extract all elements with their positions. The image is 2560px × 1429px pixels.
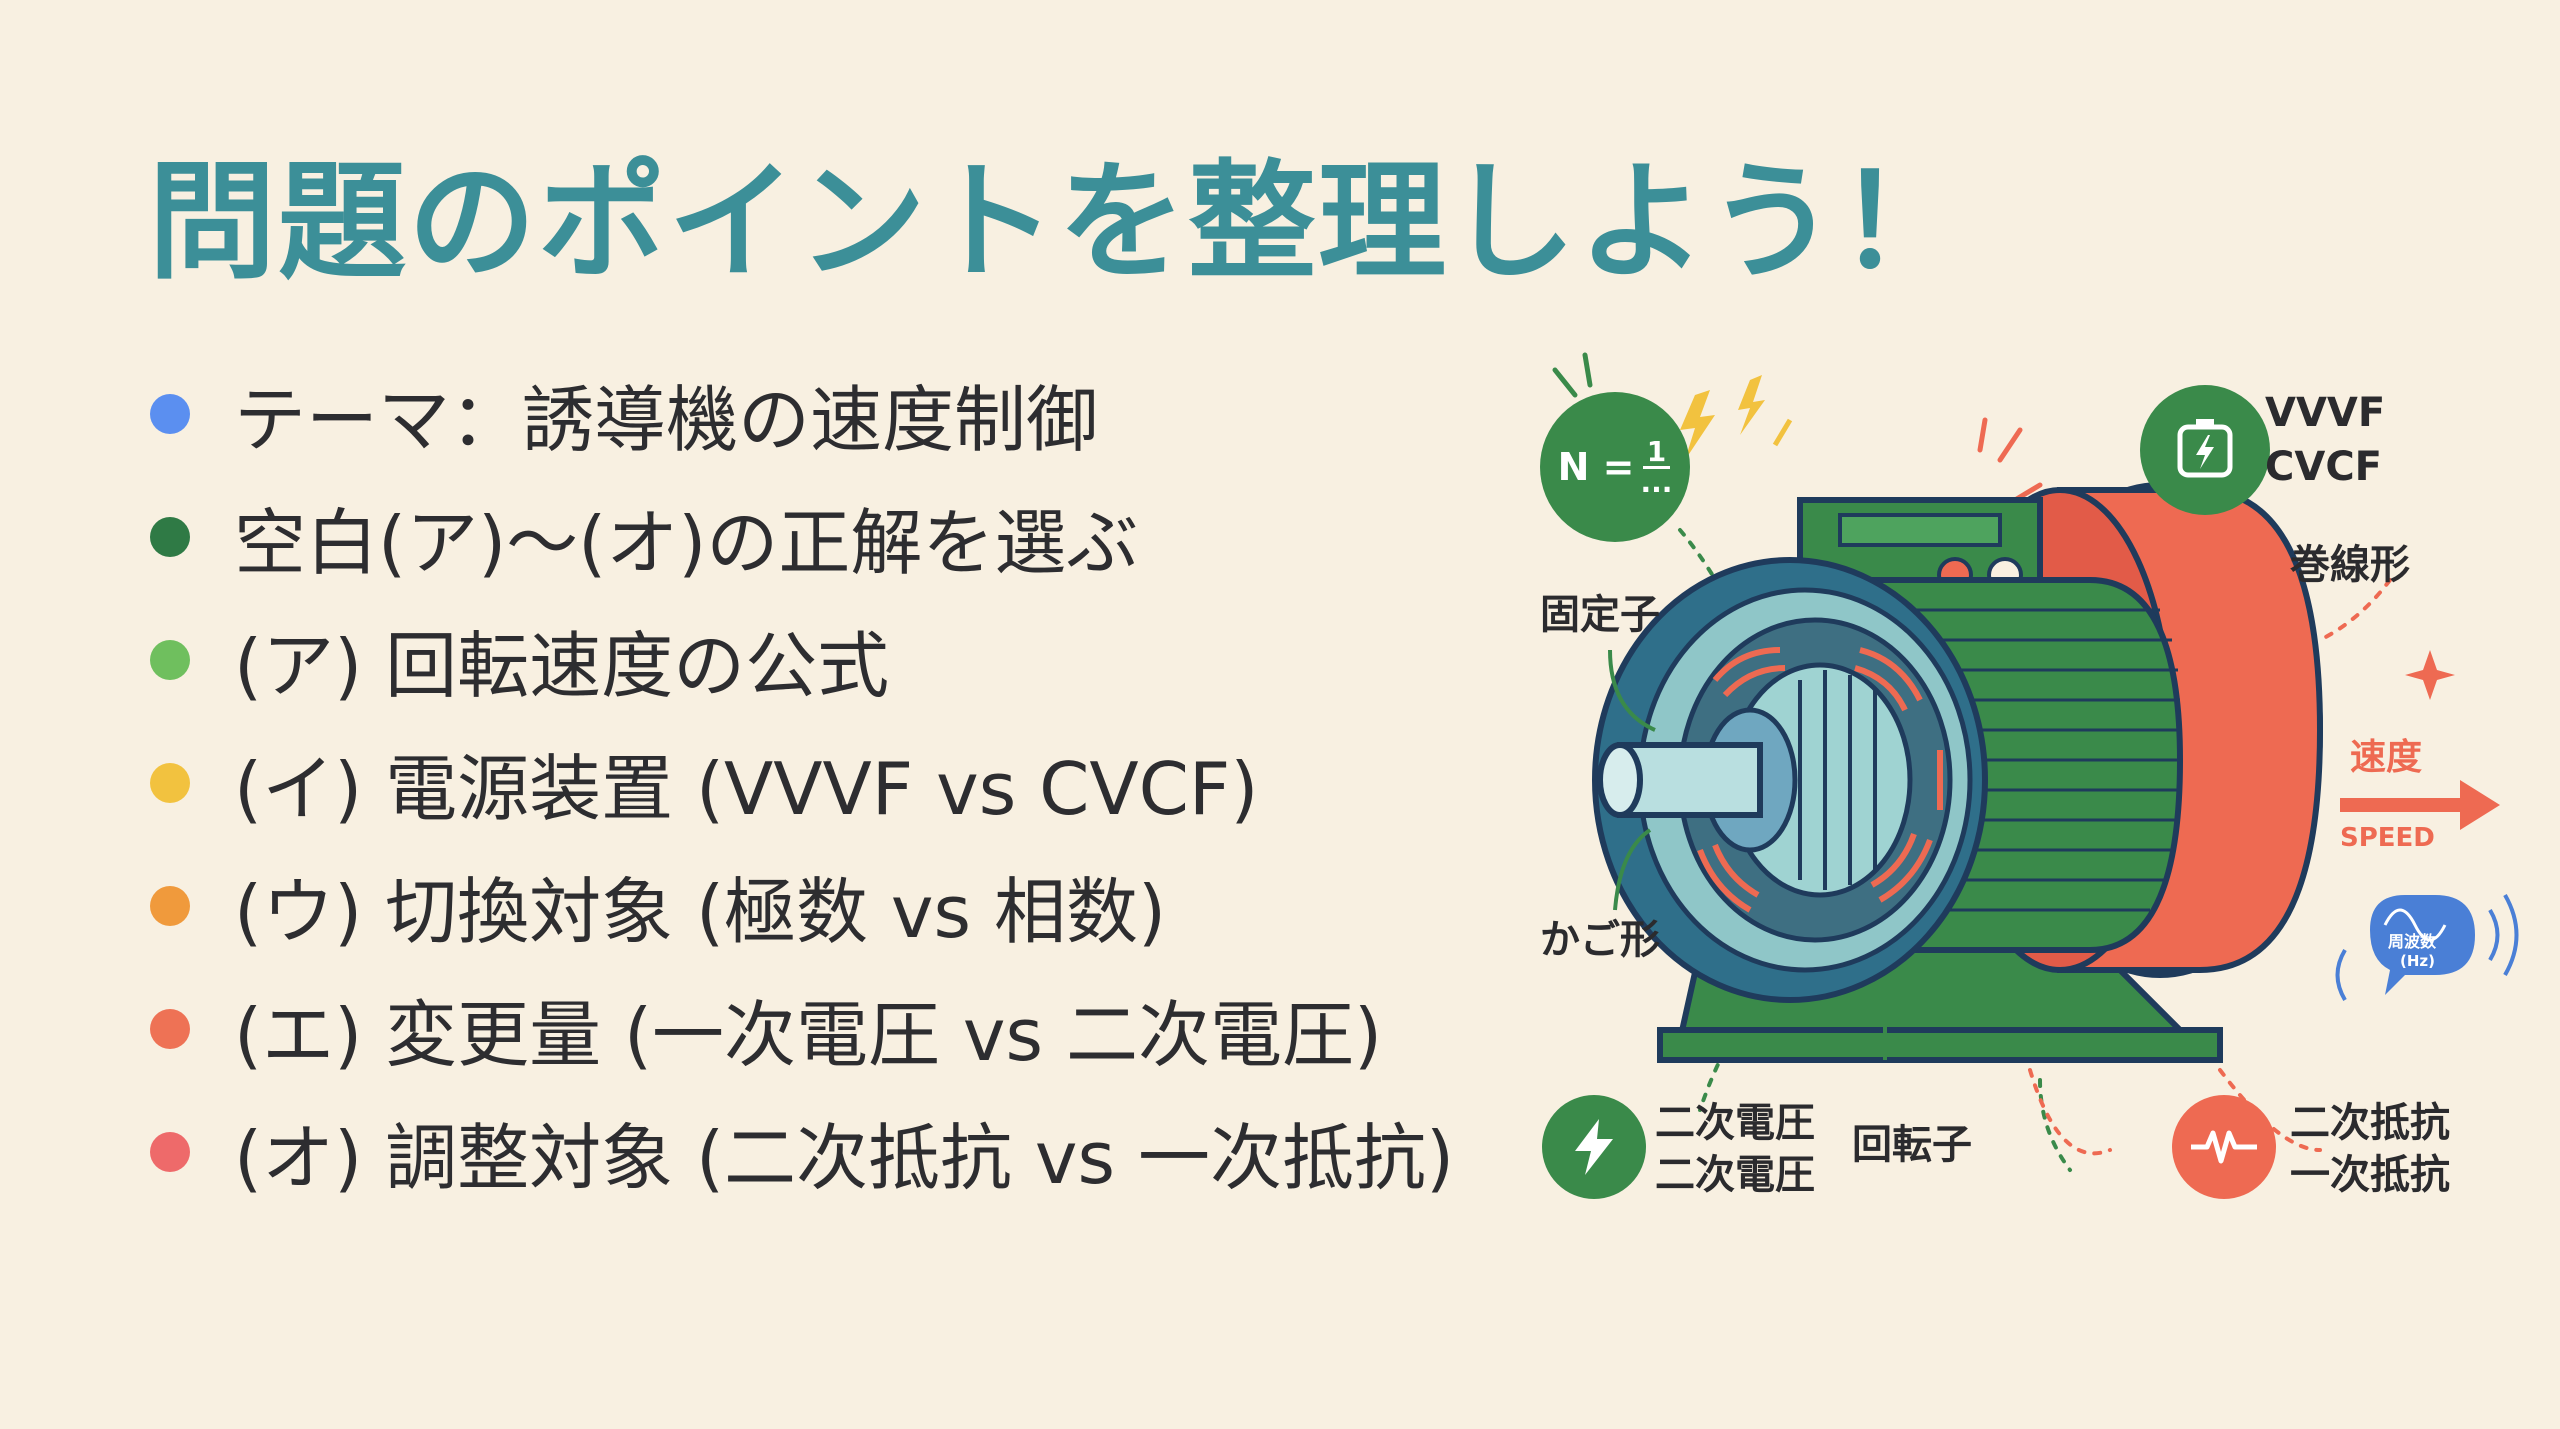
list-item: 空白(ア)〜(オ)の正解を選ぶ [150,475,1454,598]
list-item-text: (ア) 回転速度の公式 [234,624,890,708]
formula-denominator: ... [1640,465,1673,499]
formula-main: N = [1557,445,1635,489]
rotor-label: 回転子 [1852,1122,1972,1168]
bullet-dot [150,516,190,557]
bullet-dot [150,885,190,926]
stator-front [1592,557,1988,1003]
list-item: (イ) 電源装置 (VVVF vs CVCF) [150,721,1454,844]
list-item: (エ) 変更量 (一次電圧 vs 二次電圧) [150,967,1454,1090]
resistance-label-2: 一次抵抗 [2290,1152,2450,1198]
voltage-label-2: 二次電圧 [1655,1152,1815,1198]
list-item: テーマ：誘導機の速度制御 [150,352,1454,475]
formula-fraction: 1 ... [1640,437,1673,499]
motor-drawing [1552,352,2519,1172]
rotor-bars [1798,670,1877,890]
list-item: (ア) 回転速度の公式 [150,598,1454,721]
list-item-text: (オ) 調整対象 (二次抵抗 vs 一次抵抗) [234,1116,1455,1200]
frequency-label: 周波数 [2388,932,2437,951]
resistance-label-1: 二次抵抗 [2290,1100,2450,1146]
list-item-text: 空白(ア)〜(オ)の正解を選ぶ [234,501,1139,585]
page-title: 問題のポイントを整理しよう！ [148,148,1969,297]
speed-label-en: SPEED [2340,823,2435,853]
list-item-text: (イ) 電源装置 (VVVF vs CVCF) [234,747,1259,831]
list-item-text: (エ) 変更量 (一次電圧 vs 二次電圧) [234,993,1383,1077]
winding-type-label: 巻線形 [2290,542,2410,588]
supply-label-cvcf: CVCF [2265,444,2382,490]
lightning-icon [1575,1119,1613,1175]
bullet-dot [150,639,190,680]
list-item-text: (ウ) 切換対象 (極数 vs 相数) [234,870,1167,954]
point-list: テーマ：誘導機の速度制御 空白(ア)〜(オ)の正解を選ぶ (ア) 回転速度の公式… [150,352,1454,1213]
supply-label-vvvf: VVVF [2265,390,2386,436]
induction-motor-illustration: N = 1 ... VVVF CVCF 固定子 巻線形 かご形 速度 SPEED… [1500,350,2520,1250]
list-item: (ウ) 切換対象 (極数 vs 相数) [150,844,1454,967]
formula-numerator: 1 [1642,437,1671,469]
power-supply-badge [2140,385,2270,515]
bullet-dot [150,762,190,803]
speed-arrow-icon [2340,780,2500,830]
winding-arrow [2234,588,2301,622]
list-item-text: テーマ：誘導機の速度制御 [234,378,1099,462]
voltage-badge [1542,1095,1646,1199]
frequency-unit: (Hz) [2400,952,2435,970]
stator-label: 固定子 [1540,592,1660,638]
list-item: (オ) 調整対象 (二次抵抗 vs 一次抵抗) [150,1090,1454,1213]
bullet-dot [150,1131,190,1172]
squirrel-cage-label: かご形 [1540,917,1660,963]
waveform-icon [2191,1130,2257,1164]
rotor-shaft [1597,742,1763,818]
resistance-badge [2172,1095,2276,1199]
speed-label-jp: 速度 [2350,737,2423,778]
bullet-dot [150,1008,190,1049]
sparkle-icon [2405,650,2455,700]
label-arrows [1608,649,1656,911]
formula-badge: N = 1 ... [1540,392,1690,542]
battery-icon [2177,419,2233,478]
voltage-label-1: 二次電圧 [1655,1100,1815,1146]
frequency-icon [2335,894,2519,1002]
bullet-dot [150,393,190,434]
